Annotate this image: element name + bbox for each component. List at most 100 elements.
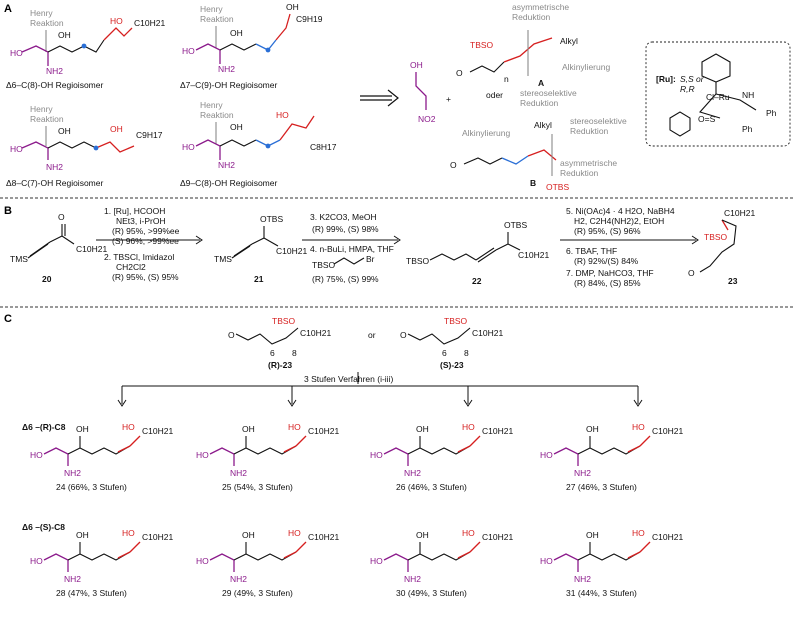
svg-text:O: O — [400, 330, 407, 340]
svg-text:Reduktion: Reduktion — [520, 98, 559, 108]
svg-text:(R) 99%, (S) 98%: (R) 99%, (S) 98% — [312, 224, 379, 234]
svg-text:Alkinylierung: Alkinylierung — [462, 128, 510, 138]
regioisomer-delta6: Henry Reaktion HO NH2 OH HO C10H21 Δ6–C(… — [6, 8, 165, 90]
svg-text:22: 22 — [472, 276, 482, 286]
svg-text:OH: OH — [410, 60, 423, 70]
row-label-r: Δ6 –(R)-C8 — [22, 422, 66, 432]
svg-text:4. n-BuLi, HMPA, THF: 4. n-BuLi, HMPA, THF — [310, 244, 394, 254]
procedure-label: 3 Stufen Verfahren (i-iii) — [304, 374, 393, 384]
svg-text:C10H21: C10H21 — [482, 532, 513, 542]
svg-text:HO: HO — [370, 450, 383, 460]
svg-text:(R) 95%, (S) 95%: (R) 95%, (S) 95% — [112, 272, 179, 282]
svg-text:n: n — [504, 74, 509, 84]
svg-text:HO: HO — [540, 556, 553, 566]
svg-text:3. K2CO3, MeOH: 3. K2CO3, MeOH — [310, 212, 377, 222]
svg-text:OH: OH — [58, 126, 71, 136]
alkyl-c8: C8H17 — [310, 142, 337, 152]
svg-text:8: 8 — [292, 348, 297, 358]
svg-text:OH: OH — [242, 530, 255, 540]
henry-label-1: Henry — [30, 8, 53, 18]
alkyl-c10-1: C10H21 — [134, 18, 165, 28]
svg-text:C10H21: C10H21 — [142, 426, 173, 436]
svg-text:HO: HO — [182, 142, 195, 152]
svg-text:OH: OH — [58, 30, 71, 40]
svg-text:Ph: Ph — [742, 124, 753, 134]
svg-text:HO: HO — [30, 450, 43, 460]
svg-text:HO: HO — [110, 16, 123, 26]
svg-text:NH2: NH2 — [404, 468, 421, 478]
row-label-s: Δ6 –(S)-C8 — [22, 522, 65, 532]
svg-text:oder: oder — [486, 90, 503, 100]
svg-text:(R) 95%, (S) 96%: (R) 95%, (S) 96% — [574, 226, 641, 236]
svg-text:OH: OH — [230, 122, 243, 132]
svg-text:21: 21 — [254, 274, 264, 284]
svg-text:HO: HO — [30, 556, 43, 566]
svg-text:NH2: NH2 — [218, 64, 235, 74]
svg-text:C10H21: C10H21 — [308, 426, 339, 436]
svg-text:asymmetrische: asymmetrische — [512, 2, 569, 12]
svg-text:O=S: O=S — [698, 114, 716, 124]
svg-text:5. Ni(OAc)4 · 4 H2O, NaBH4: 5. Ni(OAc)4 · 4 H2O, NaBH4 — [566, 206, 675, 216]
start-r23: O TBSO C10H21 6 8 (R)-23 — [228, 316, 331, 370]
svg-text:C10H21: C10H21 — [76, 244, 107, 254]
fragment-a: asymmetrische Reduktion TBSO Alkyl Alkin… — [456, 2, 610, 108]
svg-text:HO: HO — [288, 422, 301, 432]
svg-text:OTBS: OTBS — [504, 220, 527, 230]
svg-text:1. [Ru], HCOOH: 1. [Ru], HCOOH — [104, 206, 165, 216]
svg-text:HO: HO — [370, 556, 383, 566]
svg-text:C10H21: C10H21 — [724, 208, 755, 218]
product-s-2-caption: 29 (49%, 3 Stufen) — [222, 588, 293, 598]
svg-text:OH: OH — [76, 530, 89, 540]
svg-text:C10H21: C10H21 — [518, 250, 549, 260]
regioisomer-delta9: Henry Reaktion HO NH2 OH HO C8H17 Δ9–C(8… — [180, 100, 337, 188]
caption-iso9: Δ9–C(8)-OH Regioisomer — [180, 178, 277, 188]
svg-text:[Ru]:: [Ru]: — [656, 74, 676, 84]
svg-text:HO: HO — [462, 528, 475, 538]
product-r-2-caption: 25 (54%, 3 Stufen) — [222, 482, 293, 492]
branch-arrows — [117, 386, 643, 407]
svg-text:R,R: R,R — [680, 84, 695, 94]
svg-text:Henry: Henry — [30, 104, 53, 114]
product-s-3-caption: 30 (49%, 3 Stufen) — [396, 588, 467, 598]
svg-text:2. TBSCl, Imidazol: 2. TBSCl, Imidazol — [104, 252, 174, 262]
compound-22: TBSO OTBS C10H21 22 — [406, 220, 549, 286]
svg-text:+: + — [446, 94, 451, 104]
svg-text:C10H21: C10H21 — [482, 426, 513, 436]
svg-text:Alkinylierung: Alkinylierung — [562, 62, 610, 72]
svg-text:stereoselektive: stereoselektive — [520, 88, 577, 98]
svg-text:NH2: NH2 — [574, 468, 591, 478]
svg-text:asymmetrische: asymmetrische — [560, 158, 617, 168]
svg-text:Reduktion: Reduktion — [512, 12, 551, 22]
svg-text:OTBS: OTBS — [546, 182, 569, 192]
svg-text:NO2: NO2 — [418, 114, 436, 124]
svg-text:C10H21: C10H21 — [472, 328, 503, 338]
svg-text:O: O — [58, 212, 65, 222]
svg-text:Reaktion: Reaktion — [30, 18, 64, 28]
svg-text:Alkyl: Alkyl — [560, 36, 578, 46]
conditions-step67: 6. TBAF, THF (R) 92%/(S) 84% 7. DMP, NaH… — [566, 246, 654, 288]
svg-text:(R) 92%/(S) 84%: (R) 92%/(S) 84% — [574, 256, 639, 266]
svg-text:HO: HO — [10, 48, 23, 58]
svg-text:TMS: TMS — [10, 254, 28, 264]
svg-text:Alkyl: Alkyl — [534, 120, 552, 130]
svg-text:TBSO: TBSO — [272, 316, 296, 326]
fragment-b: Alkinylierung Alkyl stereoselektive Redu… — [450, 116, 627, 192]
compound-20: TMS O C10H21 20 — [10, 212, 107, 284]
svg-text:C10H21: C10H21 — [652, 532, 683, 542]
svg-text:HO: HO — [196, 450, 209, 460]
ru-catalyst-box: [Ru]: S,S or R,R Cl–Ru NH Ph Ph O=S — [645, 41, 791, 147]
svg-text:(R) 95%, >99%ee: (R) 95%, >99%ee — [112, 226, 180, 236]
svg-text:TBSO: TBSO — [704, 232, 728, 242]
svg-text:OH: OH — [76, 424, 89, 434]
svg-text:NH2: NH2 — [218, 160, 235, 170]
svg-text:TBSO: TBSO — [444, 316, 468, 326]
conditions-step2: 2. TBSCl, Imidazol CH2Cl2 (R) 95%, (S) 9… — [104, 252, 179, 282]
product-s-4-caption: 31 (44%, 3 Stufen) — [566, 588, 637, 598]
svg-text:(R)-23: (R)-23 — [268, 360, 292, 370]
conditions-step3: 3. K2CO3, MeOH (R) 99%, (S) 98% — [310, 212, 379, 234]
svg-text:HO: HO — [122, 422, 135, 432]
